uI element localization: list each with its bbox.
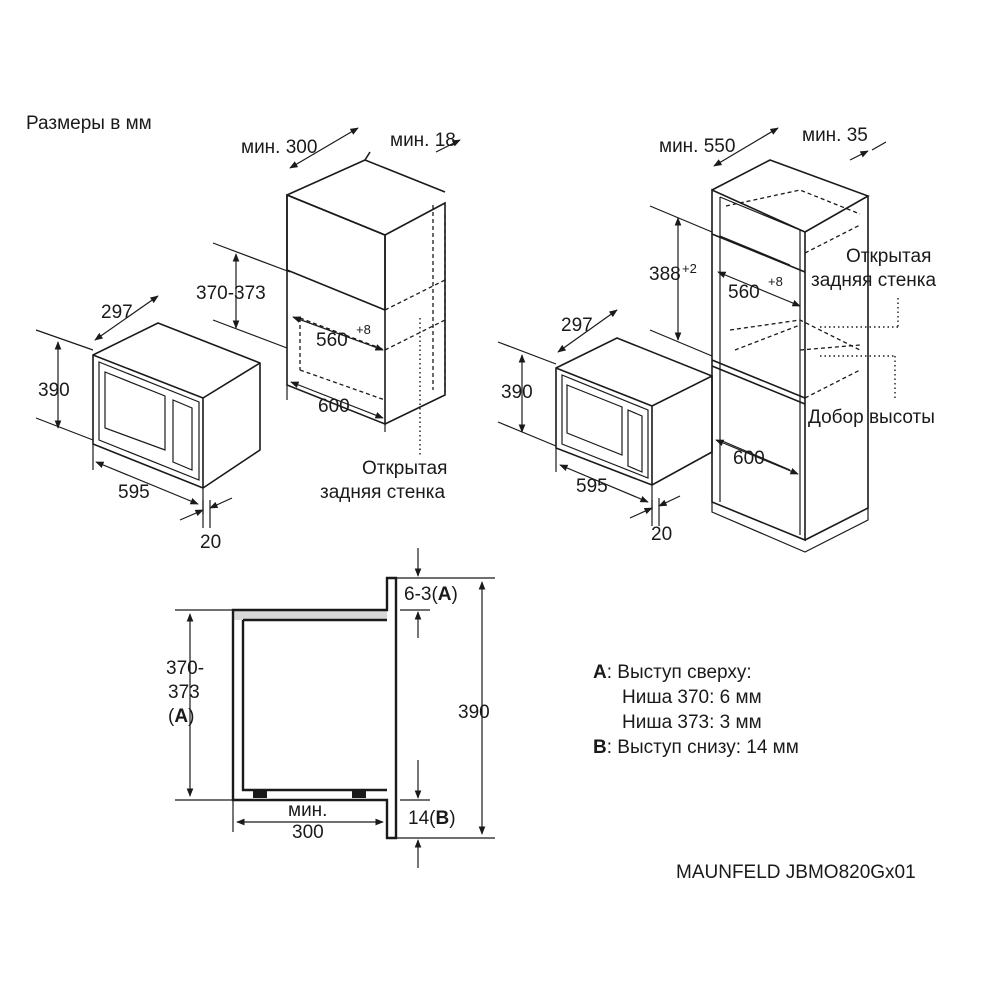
- dim-595-left: 595: [118, 482, 150, 503]
- dim-390-section: 390: [458, 702, 490, 723]
- microwave-right-drawing: 297 390 595 20: [497, 309, 713, 545]
- dim-370-section: 370-: [166, 658, 204, 679]
- dim-388: 388: [649, 264, 681, 285]
- dim-14: 14(B): [408, 808, 456, 829]
- dim-min550: мин. 550: [659, 136, 735, 157]
- microwave-left-drawing: 297 390 595 20: [35, 295, 261, 553]
- dim-373-section: 373: [168, 682, 200, 703]
- dim-min35: мин. 35: [802, 125, 868, 146]
- ref-a-left-key: A: [174, 706, 188, 727]
- dim-6-3: 6-3(A): [404, 584, 458, 605]
- legend-a-key: A: [593, 662, 607, 683]
- dim-560-right: 560: [728, 282, 760, 303]
- open-back-label-2b: задняя стенка: [811, 270, 936, 291]
- side-section-drawing: 370- 373 (A) мин. 300 6-3(A) 390 14(B): [166, 548, 495, 868]
- legend-a: A: Выступ сверху:: [593, 662, 752, 683]
- dim-min300-top: мин. 300: [241, 137, 317, 158]
- dim-560-tol-right: +8: [768, 274, 783, 289]
- ref-a-top-key: A: [438, 584, 452, 605]
- dim-388-tol: +2: [682, 261, 697, 276]
- height-filler-label: Добор высоты: [808, 407, 935, 428]
- ref-a-left: (A): [168, 706, 194, 727]
- legend-b-text: : Выступ снизу: 14 мм: [607, 737, 799, 758]
- dim-min-word: мин.: [288, 800, 327, 821]
- model-label: MAUNFELD JBMO820Gx01: [676, 862, 916, 883]
- dim-390-left: 390: [38, 380, 70, 401]
- dim-600-left: 600: [318, 396, 350, 417]
- open-back-label-2a: Открытая: [846, 246, 931, 267]
- dim-300-section: 300: [292, 822, 324, 843]
- legend-a-text: : Выступ сверху:: [607, 662, 752, 683]
- open-back-label-1a: Открытая: [362, 458, 447, 479]
- legend-a-line1: Ниша 370: 6 мм: [622, 687, 762, 708]
- dim-14-value: 14: [408, 808, 430, 829]
- legend-b-key: B: [593, 737, 607, 758]
- dim-560-left: 560: [316, 330, 348, 351]
- dim-600-right: 600: [733, 448, 765, 469]
- dim-min18: мин. 18: [390, 130, 456, 151]
- open-back-label-1b: задняя стенка: [320, 482, 445, 503]
- dim-20-right: 20: [651, 524, 672, 545]
- ref-b-key: B: [435, 808, 449, 829]
- dim-595-right: 595: [576, 476, 608, 497]
- legend-b: B: Выступ снизу: 14 мм: [593, 737, 799, 758]
- wall-cabinet-drawing: мин. 300 мин. 18 370-373 560 +8 600 Откр…: [196, 127, 461, 503]
- units-label: Размеры в мм: [26, 113, 152, 134]
- dim-297-right: 297: [561, 315, 593, 336]
- dim-6-3-value: 6-3: [404, 584, 431, 605]
- dim-20-left: 20: [200, 532, 221, 553]
- dim-370-373: 370-373: [196, 283, 266, 304]
- legend: A: Выступ сверху: Ниша 370: 6 мм Ниша 37…: [593, 662, 799, 758]
- legend-a-line2: Ниша 373: 3 мм: [622, 712, 762, 733]
- dim-560-tol-left: +8: [356, 322, 371, 337]
- dim-297-left: 297: [101, 302, 133, 323]
- tall-cabinet-drawing: мин. 550 мин. 35 388 +2 560 +8 600 Откры…: [649, 125, 936, 553]
- dim-390-right: 390: [501, 382, 533, 403]
